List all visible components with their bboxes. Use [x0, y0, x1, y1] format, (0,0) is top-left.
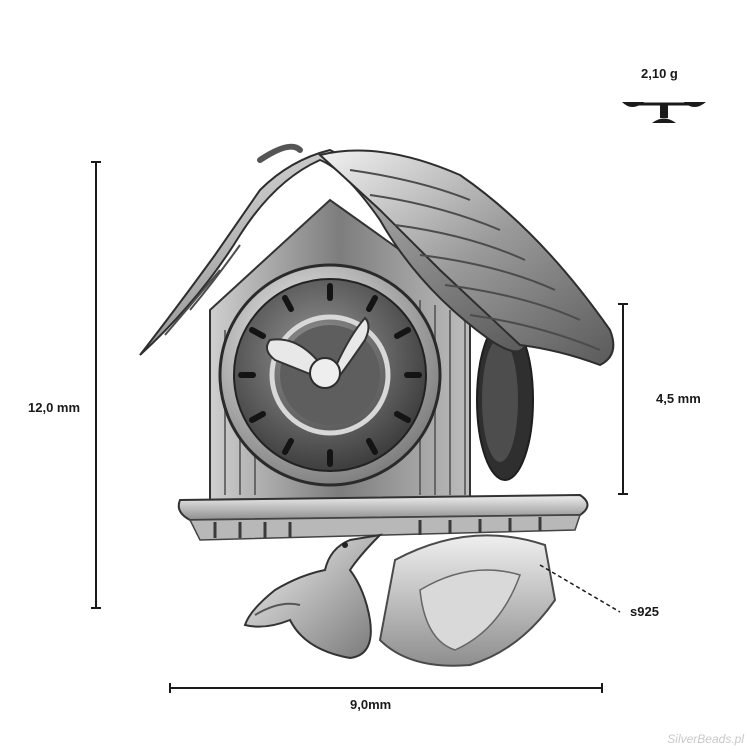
clock-hands	[265, 316, 370, 389]
balance-scale-icon	[622, 102, 706, 123]
hole-dimension-label: 4,5 mm	[656, 391, 701, 406]
charm-ring	[378, 319, 557, 667]
material-leader-line	[539, 564, 621, 613]
clock	[218, 263, 442, 487]
height-dimension-label: 12,0 mm	[28, 400, 81, 415]
watermark: SilverBeads.pl	[667, 732, 744, 746]
clock-numerals	[238, 283, 422, 467]
dimension-lines	[91, 161, 628, 693]
roof	[139, 143, 615, 367]
cuckoo-bird	[243, 533, 383, 660]
weight-label: 2,10 g	[641, 66, 678, 81]
balcony	[177, 493, 589, 541]
material-label: s925	[630, 604, 659, 619]
width-dimension-label: 9,0mm	[350, 697, 392, 712]
